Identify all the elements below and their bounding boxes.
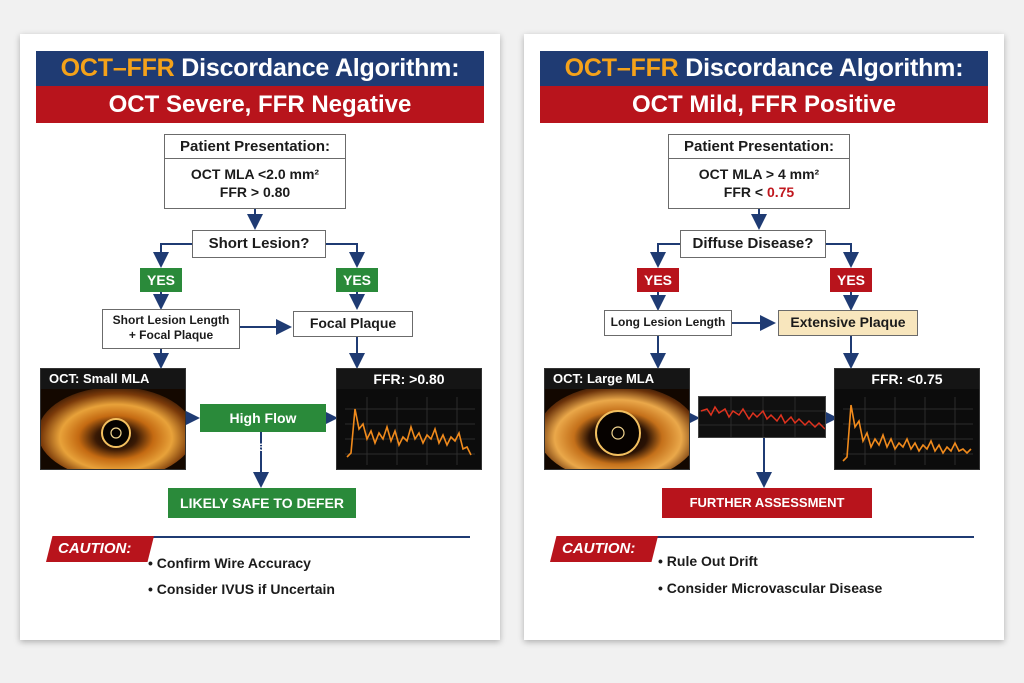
left-connector-arrows [153, 209, 365, 488]
right-ffr-caption: FFR: <0.75 [835, 369, 979, 389]
left-caution-divider [144, 536, 470, 538]
right-title: OCT–FFR Discordance Algorithm: [540, 51, 988, 86]
right-caution-item-2: • Consider Microvascular Disease [658, 580, 883, 596]
left-lesion-box: Short Lesion Length + Focal Plaque [102, 309, 240, 349]
left-patient-presentation-box: Patient Presentation: OCT MLA <2.0 mm² F… [164, 134, 346, 209]
left-subtitle: OCT Severe, FFR Negative [36, 86, 484, 123]
left-result-box: LIKELY SAFE TO DEFER [168, 488, 356, 518]
right-caution-label: CAUTION: [550, 536, 658, 562]
left-caution-item-2: • Consider IVUS if Uncertain [148, 581, 335, 597]
right-yes-right: YES [830, 268, 872, 292]
left-caution-item-1: • Confirm Wire Accuracy [148, 555, 311, 571]
left-presentation-oct: OCT MLA <2.0 mm² [190, 166, 320, 182]
right-presentation-ffr: FFR < 0.75 [723, 184, 795, 200]
left-title: OCT–FFR Discordance Algorithm: [36, 51, 484, 86]
right-caution-item-1: • Rule Out Drift [658, 553, 758, 569]
right-ffr-image: FFR: <0.75 [834, 368, 980, 470]
left-decision-box: High Flow Reserve? [200, 404, 326, 454]
right-long-lesion-box: Long Lesion Length [604, 310, 732, 336]
right-presentation-header: Patient Presentation: [669, 135, 849, 159]
right-result-box: FURTHER ASSESSMENT NEEDED [662, 488, 872, 540]
left-presentation-ffr: FFR > 0.80 [219, 184, 291, 200]
right-subtitle: OCT Mild, FFR Positive [540, 86, 988, 123]
right-question-box: Diffuse Disease? [680, 230, 826, 258]
right-oct-image: OCT: Large MLA [544, 368, 690, 470]
right-yes-left: YES [637, 268, 679, 292]
left-ffr-caption: FFR: >0.80 [337, 369, 481, 389]
left-yes-right: YES [336, 268, 378, 292]
right-extensive-plaque-box: Extensive Plaque [778, 310, 918, 336]
right-patient-presentation-box: Patient Presentation: OCT MLA > 4 mm² FF… [668, 134, 850, 209]
right-algorithm-panel: OCT–FFR Discordance Algorithm: OCT Mild,… [524, 34, 1004, 640]
right-oct-caption: OCT: Large MLA [545, 369, 689, 389]
left-ffr-image: FFR: >0.80 [336, 368, 482, 470]
drift-pressure-trace [699, 397, 825, 437]
left-question-box: Short Lesion? [192, 230, 326, 258]
left-presentation-header: Patient Presentation: [165, 135, 345, 159]
left-caution-label: CAUTION: [46, 536, 154, 562]
right-drift-trace [698, 396, 826, 438]
left-oct-image: OCT: Small MLA [40, 368, 186, 470]
right-connector-arrows [650, 209, 859, 488]
right-caution-divider [648, 536, 974, 538]
right-presentation-oct: OCT MLA > 4 mm² [698, 166, 820, 182]
left-oct-caption: OCT: Small MLA [41, 369, 185, 389]
left-algorithm-panel: OCT–FFR Discordance Algorithm: OCT Sever… [20, 34, 500, 640]
left-focal-plaque-box: Focal Plaque [293, 311, 413, 337]
left-yes-left: YES [140, 268, 182, 292]
